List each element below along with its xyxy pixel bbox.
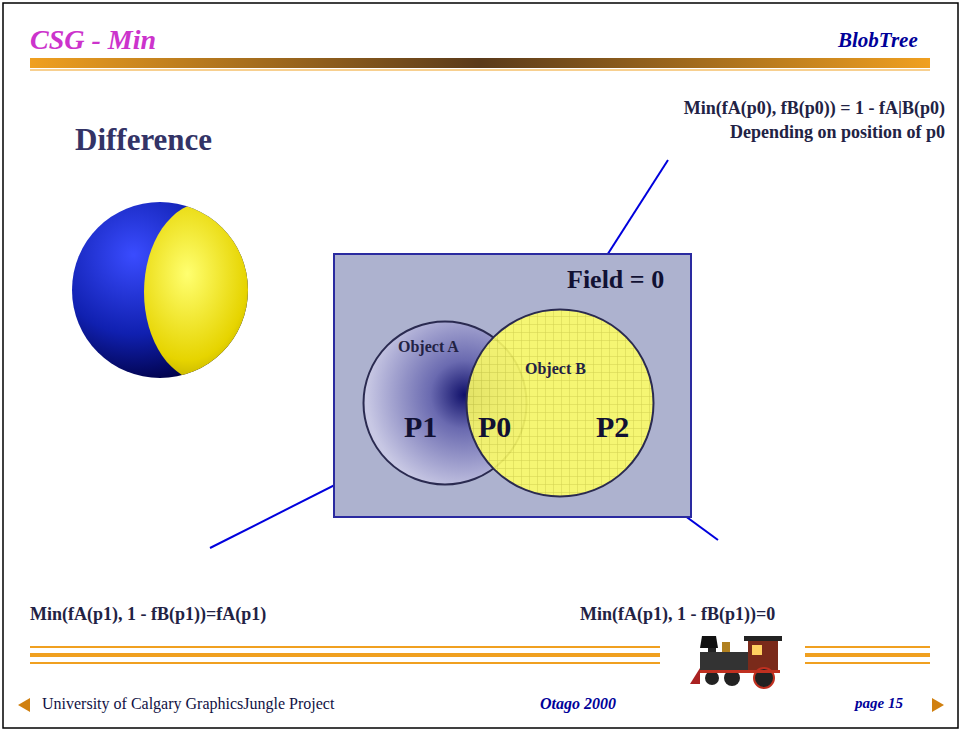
footer-bars [30,647,930,663]
node-label: Object A [398,338,459,356]
callout-formula: Min(fA(p1), 1 - fB(p1))=0 [580,604,775,625]
point-label: P2 [596,410,629,445]
field-region: Field = 0 Object A Object B [333,253,692,518]
nav-next [932,698,944,712]
slide-frame [3,3,958,728]
slide-title: CSG - Min [30,24,156,56]
nav-prev [18,698,30,712]
footer-credit: University of Calgary GraphicsJungle Pro… [42,695,334,713]
node-label: Object B [525,360,586,378]
callout-formula: Min(fA(p0), fB(p0)) = 1 - fA|B(p0) [684,98,945,119]
train-icon [690,636,782,688]
leader-arrows [210,160,718,548]
point-label: P0 [478,410,511,445]
callout-formula: Min(fA(p1), 1 - fB(p1))=fA(p1) [30,604,266,625]
section-heading: Difference [75,122,212,158]
callout-note: Depending on position of p0 [730,122,945,143]
page-number: page 15 [855,695,903,712]
object-b-circle-outline [465,308,655,498]
footer-event: Otago 2000 [540,695,616,713]
point-label: P1 [404,410,437,445]
node-label: Field = 0 [567,265,664,295]
sphere-illustration [72,202,268,382]
header-bar [30,58,930,68]
header-rule [30,70,930,71]
header-tag: BlobTree [838,28,918,52]
object-b-circle: Object B [465,308,655,498]
